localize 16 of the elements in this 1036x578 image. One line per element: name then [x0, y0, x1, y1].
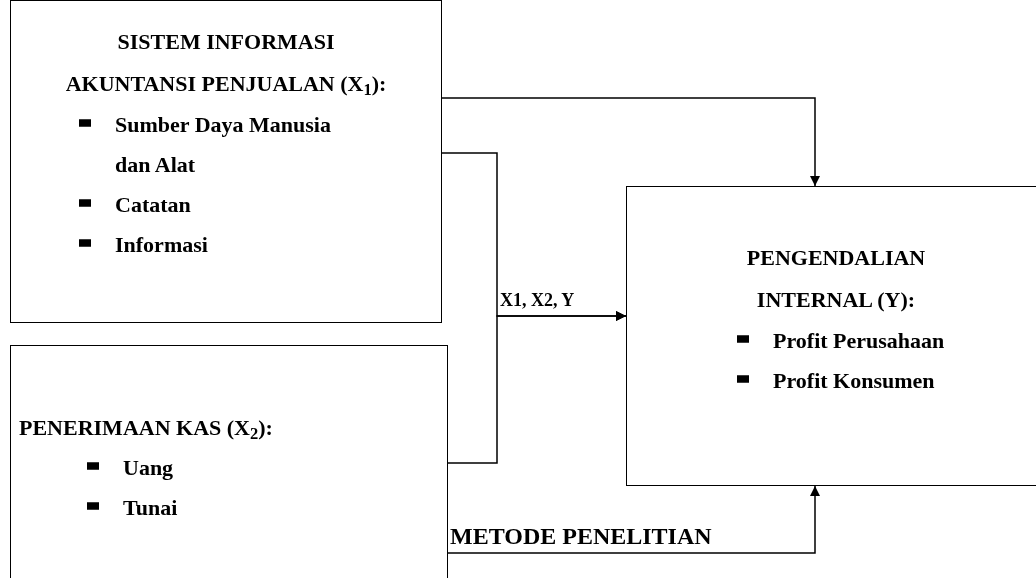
variable-box: [626, 186, 1036, 486]
bullet-item: Tunai: [123, 494, 178, 522]
connector-arrow: [441, 97, 820, 187]
box-heading: SISTEM INFORMASI AKUNTANSI PENJUALAN (X$_{1}$):: [64, 28, 388, 102]
bullet-item: Informasi: [115, 231, 208, 259]
bullet-item: Sumber Daya Manusia dan Alat: [115, 111, 332, 179]
box-heading: PENGENDALIAN INTERNAL (Y):: [745, 244, 927, 314]
box-heading: PENERIMAAN KAS (X$_{2}$):: [19, 414, 274, 446]
bullet-item: Profit Perusahaan: [773, 327, 945, 355]
variable-box: [10, 0, 442, 323]
connector-arrow: [447, 311, 627, 464]
variable-box: [10, 345, 448, 578]
connector-arrow: [447, 485, 820, 554]
bullet-item: Uang: [123, 454, 174, 482]
bullet-item: Profit Konsumen: [773, 367, 935, 395]
bullet-item: Catatan: [115, 191, 191, 219]
